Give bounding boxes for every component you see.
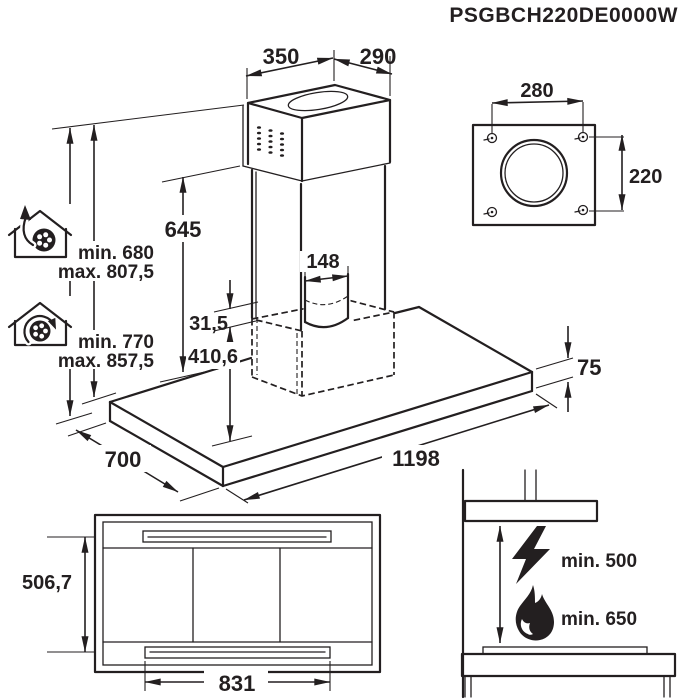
dim-290-line [333,58,393,75]
dim-410-6-label: 410,6 [188,346,238,368]
front-strip [144,646,331,659]
cabinet-legs [464,675,671,698]
duct-collar [303,263,351,333]
screw-hole [574,131,589,143]
bottom-view [47,513,382,691]
dim-1198-label: 1198 [392,446,440,471]
fan-icon [32,228,56,252]
dim-506-7-label: 506,7 [22,572,72,594]
label-backgrounds [30,215,450,698]
screw-hole [574,204,589,216]
exhaust-arrow [22,215,35,247]
lightning-icon [512,526,550,584]
dim-290-label: 290 [360,44,397,69]
recirculation-mode-icon [4,296,78,350]
base-plate [108,305,534,488]
recirculation-arrow [23,315,56,344]
duct-hole [499,138,569,208]
dim-280-line [491,97,584,107]
dim-75-label: 75 [577,355,601,380]
dim-350-line [245,57,334,77]
dim-350-label: 350 [263,44,300,69]
screw-hole [483,206,498,218]
screw-hole [483,132,498,144]
hood-profile [463,499,599,523]
dim-700-label: 700 [105,447,142,472]
electric-clearance-label: min. 500 [561,551,637,572]
chimney-vent-grille [256,126,285,157]
extraction-mode-icon [4,204,78,262]
dim-31-5-label: 31,5 [189,313,228,335]
chimney-duct [242,83,392,332]
rear-strip [142,530,332,543]
dim-280-label: 280 [520,80,553,102]
dim-645-label: 645 [165,217,202,242]
recirculation-max-label: max. 857,5 [58,351,155,372]
dim-148-label: 148 [306,251,339,273]
flame-icon [515,585,554,641]
clearance-side-view [460,468,677,699]
recirculation-min-label: min. 770 [78,332,154,353]
dim-831-label: 831 [219,671,256,696]
chimney-stub [524,469,537,502]
counter [460,652,677,678]
model-number: PSGBCH220DE0000W [449,4,678,27]
outlet-plate-view [471,97,626,227]
dim-220-label: 220 [629,166,662,188]
extraction-min-label: min. 680 [78,243,154,264]
extraction-max-label: max. 807,5 [58,262,155,283]
dim-148-line [304,274,349,283]
gas-clearance-label: min. 650 [561,609,637,630]
duct-opening [287,90,349,112]
